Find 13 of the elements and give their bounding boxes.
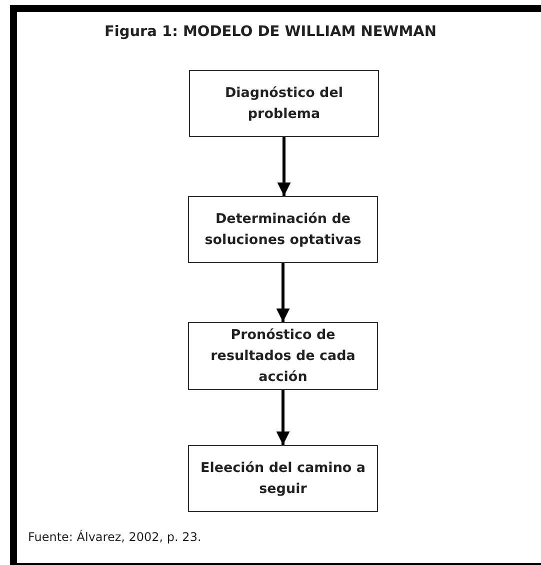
box-label: Diagnóstico del problema: [224, 84, 344, 124]
arrow: [276, 390, 290, 445]
box-label: Eleeción del camino a seguir: [199, 458, 367, 498]
source-note: Fuente: Álvarez, 2002, p. 23.: [28, 530, 202, 544]
box-label: Pronóstico de resultados de cada acción: [210, 326, 356, 386]
process-box: [188, 445, 378, 512]
figure-title: Figura 1: MODELO DE WILLIAM NEWMAN: [103, 24, 438, 40]
process-box: [188, 322, 378, 390]
process-box: [189, 70, 379, 137]
process-box: [188, 196, 378, 263]
arrow: [276, 263, 290, 322]
arrow: [277, 137, 291, 196]
box-label: Determinación de soluciones optativas: [204, 210, 362, 250]
